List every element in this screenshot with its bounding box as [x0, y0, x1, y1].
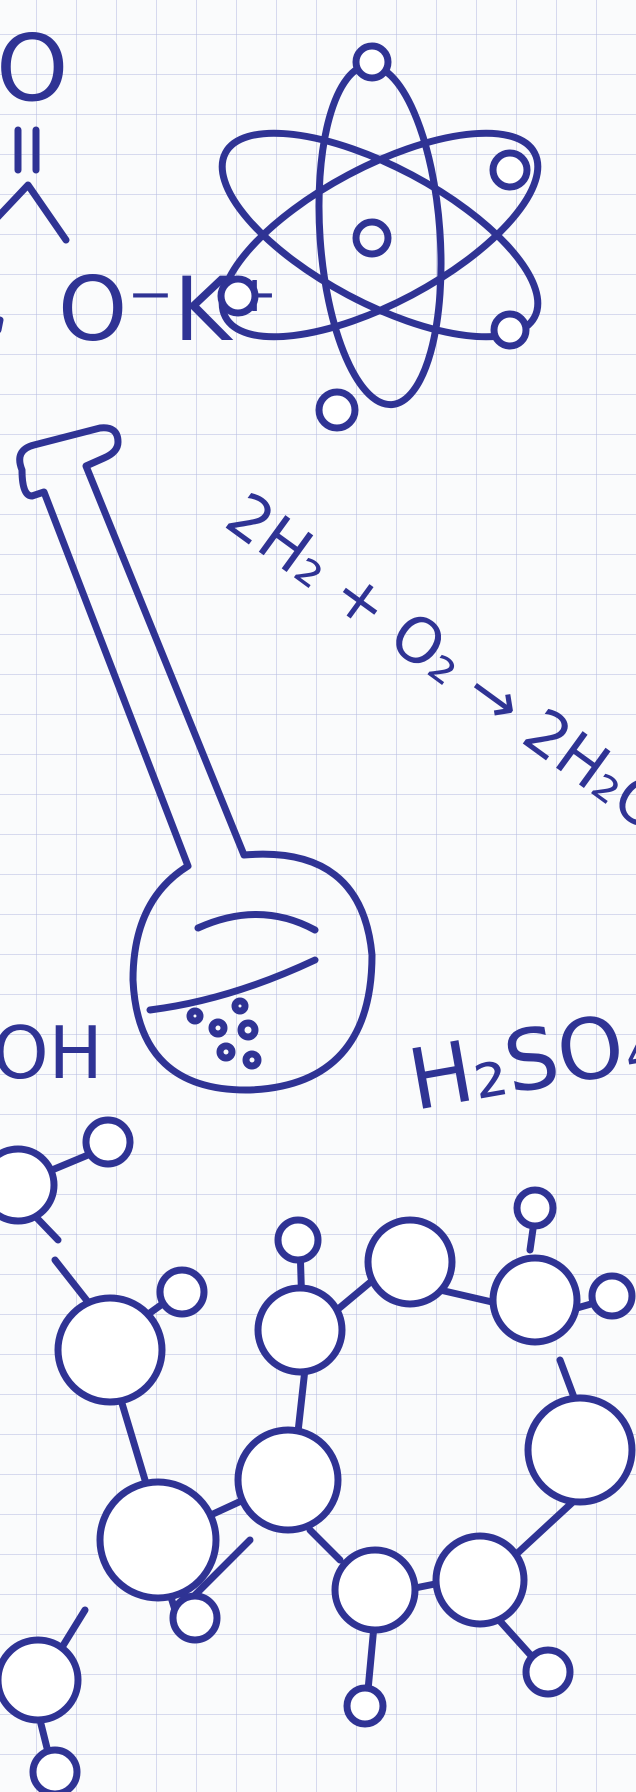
atom	[524, 1394, 636, 1506]
flask-outline	[16, 424, 376, 1094]
sulfuric-acid-formula: H₂SO₄	[401, 990, 636, 1130]
atom	[156, 1266, 208, 1318]
water-reaction-equation: 2H₂ + O₂ → 2H₂O	[213, 478, 636, 847]
electron-left	[217, 275, 259, 317]
electron-right-lower	[490, 310, 530, 350]
atom-icon	[217, 42, 542, 432]
flask-liquid-surface	[146, 956, 319, 1014]
bond	[506, 1496, 579, 1564]
bubble-3	[231, 997, 249, 1015]
atom	[0, 1145, 58, 1225]
atom	[331, 1546, 419, 1634]
atom	[588, 1272, 636, 1320]
bubble-6	[242, 1050, 262, 1070]
hydroxyl-label: OH	[0, 1011, 103, 1095]
atom	[432, 1532, 528, 1628]
bubble-1	[186, 1007, 204, 1025]
bond	[556, 1356, 579, 1404]
atom-orbit-2	[218, 129, 542, 341]
atom-nucleus	[352, 218, 392, 258]
atom	[522, 1646, 574, 1698]
atom	[513, 1186, 557, 1230]
atom	[82, 1116, 134, 1168]
flask-inner-curve	[194, 911, 319, 934]
bond	[114, 1386, 152, 1494]
bubble-4	[237, 1019, 259, 1041]
bubble-2	[208, 1018, 228, 1038]
atom	[54, 1294, 166, 1406]
atom	[364, 1216, 456, 1308]
bubble-5	[216, 1042, 236, 1062]
electron-top	[352, 42, 392, 82]
atom-orbit-1	[218, 129, 542, 341]
electron-right-upper	[489, 149, 531, 191]
carbonyl-oxygen-label: O	[0, 15, 68, 122]
atom	[274, 1216, 322, 1264]
electron-bottom	[315, 388, 359, 432]
bond	[186, 1536, 254, 1604]
atom	[234, 1426, 342, 1534]
atom	[343, 1684, 387, 1728]
atom	[0, 1636, 82, 1724]
flask-icon	[16, 424, 376, 1094]
atom	[254, 1284, 346, 1376]
double-bond-lines	[14, 126, 40, 174]
atom	[96, 1478, 220, 1602]
atom	[169, 1592, 221, 1644]
atom	[489, 1254, 581, 1346]
atom	[29, 1746, 81, 1792]
carboxylate-bonds	[0, 181, 70, 244]
molecule-model	[0, 1116, 636, 1792]
atom-orbit-3	[315, 61, 445, 409]
bond	[306, 1526, 344, 1564]
